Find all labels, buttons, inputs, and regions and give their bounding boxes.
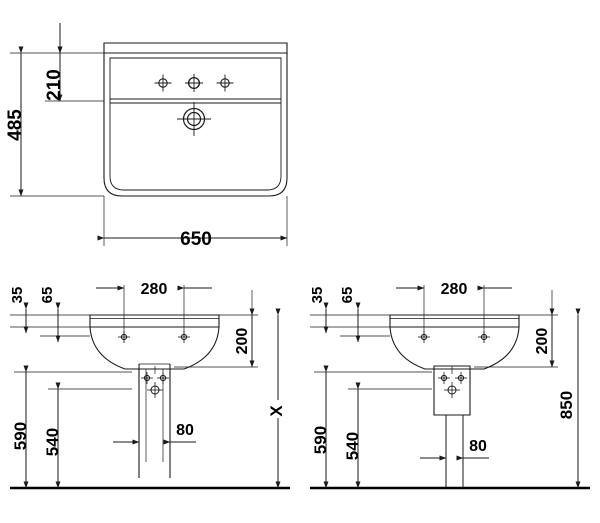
right-bowl-underside xyxy=(389,326,520,370)
dimension-right-65-label: 65 xyxy=(339,287,356,304)
left-trap-hole-right-icon xyxy=(157,372,169,384)
dimension-left-540: 540 xyxy=(43,382,62,489)
dimension-left-540-label: 540 xyxy=(43,428,62,456)
dimension-left-80: 80 xyxy=(113,422,196,445)
dimension-right-80-label: 80 xyxy=(469,438,487,455)
tap-hole-left-icon xyxy=(154,74,172,92)
dimension-plan-485: 485 xyxy=(5,46,26,197)
dimension-left-80-label: 80 xyxy=(176,422,194,439)
right-extension-lines xyxy=(310,285,558,465)
dimension-left-35: 35 xyxy=(9,287,29,334)
dimension-left-200: 200 xyxy=(234,308,255,368)
dimension-left-280: 280 xyxy=(96,281,212,298)
dimension-plan-650: 650 xyxy=(97,229,288,250)
dimension-right-850-label: 850 xyxy=(557,391,576,419)
dimension-right-280: 280 xyxy=(396,281,512,298)
left-extension-lines xyxy=(10,285,258,452)
dimension-left-65: 65 xyxy=(39,287,61,343)
plan-inner-rim xyxy=(109,57,282,191)
dimension-left-35-label: 35 xyxy=(9,287,26,304)
dimension-right-35-label: 35 xyxy=(309,287,326,304)
dimension-plan-210-label: 210 xyxy=(44,69,65,101)
dimension-right-590-label: 590 xyxy=(311,426,330,454)
right-semi-pedestal-shroud xyxy=(433,365,471,416)
dimension-plan-210: 210 xyxy=(44,46,65,102)
tap-hole-centre-icon xyxy=(185,74,203,92)
dimension-right-200: 200 xyxy=(534,308,555,368)
left-trap-hole-left-icon xyxy=(141,372,153,384)
dimension-right-80: 80 xyxy=(420,438,489,461)
dimension-left-590: 590 xyxy=(11,365,30,489)
plan-outer-outline xyxy=(103,52,288,197)
dimension-left-280-label: 280 xyxy=(141,281,168,298)
dimension-right-200-label: 200 xyxy=(534,328,551,355)
dimension-right-35: 35 xyxy=(309,287,329,334)
dimension-right-280-label: 280 xyxy=(441,281,468,298)
plan-view xyxy=(103,42,288,197)
right-waste-hole-icon xyxy=(444,382,460,398)
dimension-left-X: X xyxy=(267,308,286,489)
dimension-left-X-label: X xyxy=(267,405,286,417)
dimension-left-590-label: 590 xyxy=(11,422,30,450)
dimension-right-590: 590 xyxy=(311,365,330,489)
left-trap-detail xyxy=(141,366,169,398)
dimension-right-65: 65 xyxy=(339,287,361,343)
left-elevation-view xyxy=(89,314,220,478)
dimension-plan-650-label: 650 xyxy=(180,229,212,250)
dimension-right-540: 540 xyxy=(343,382,362,489)
right-trap-hole-right-icon xyxy=(455,372,467,384)
right-trap-hole-left-icon xyxy=(438,372,450,384)
tap-hole-right-icon xyxy=(216,74,234,92)
dimension-plan-485-label: 485 xyxy=(5,109,26,141)
plan-waste-outlet-icon xyxy=(177,102,211,136)
dimension-right-850: 850 xyxy=(557,308,581,489)
plan-tap-holes xyxy=(154,74,234,92)
dimension-right-540-label: 540 xyxy=(343,432,362,460)
left-waste-hole-icon xyxy=(147,382,163,398)
right-trap-detail xyxy=(438,366,467,398)
dimension-left-200-label: 200 xyxy=(234,328,251,355)
dimension-left-65-label: 65 xyxy=(39,287,56,304)
